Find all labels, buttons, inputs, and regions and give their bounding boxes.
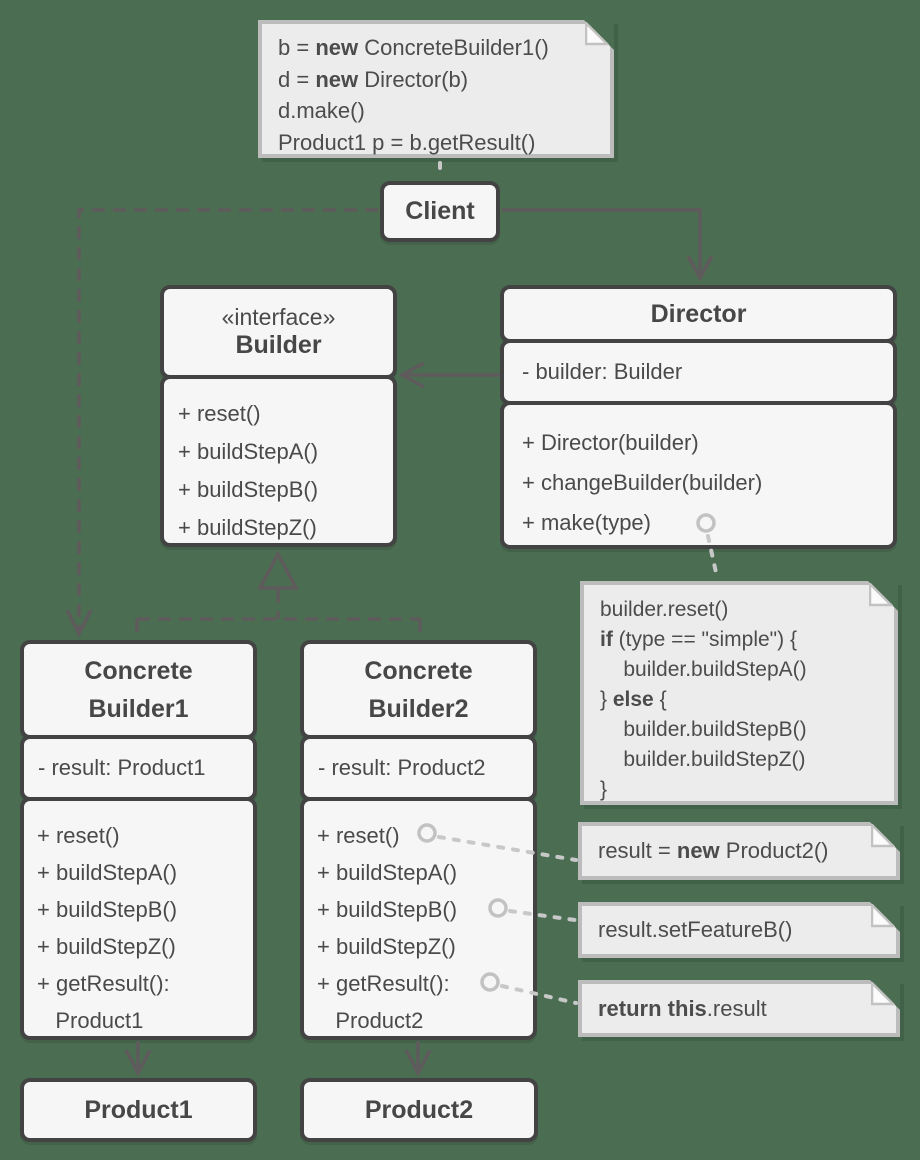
open-v-arrowhead-icon (65, 609, 93, 638)
reset-code-line: result = new Product2() (598, 838, 829, 863)
class-director: Director - builder: Builder + Director(b… (500, 285, 897, 549)
interface-builder-header: «interface» Builder (160, 285, 397, 379)
class-concrete-builder1-methods: + reset()+ buildStepA()+ buildStepB()+ b… (20, 797, 257, 1040)
open-v-arrowhead-icon (404, 1049, 432, 1077)
class-client: Client (380, 181, 500, 242)
buildstepb-implementation-note: result.setFeatureB() (578, 902, 900, 958)
make-method-code-note: builder.reset()if (type == "simple") { b… (580, 581, 898, 805)
interface-builder: «interface» Builder + reset()+ buildStep… (160, 285, 397, 547)
class-title: Product1 (84, 1095, 193, 1124)
class-title: Product2 (364, 1095, 474, 1124)
open-v-arrowhead-icon (686, 255, 714, 282)
class-director-methods: + Director(builder)+ changeBuilder(build… (500, 401, 897, 549)
class-title: Builder (235, 331, 322, 359)
open-v-arrowhead-icon (124, 1049, 152, 1077)
return-code-line: return this.result (598, 995, 767, 1021)
association-arrow-client-to-director (502, 208, 714, 282)
class-title: Director (650, 299, 747, 328)
folded-corner-icon (585, 22, 609, 46)
class-concrete-builder2-methods: + reset()+ buildStepA()+ buildStepB()+ b… (300, 797, 537, 1040)
class-client-header: Client (380, 181, 500, 242)
field-label: - result: Product2 (318, 755, 486, 780)
folded-corner-icon (871, 904, 895, 928)
arrow-concretebuilder2-to-product2 (404, 1041, 432, 1077)
featureb-code-line: result.setFeatureB() (598, 917, 793, 942)
stereotype-label: «interface» (221, 304, 336, 330)
class-title: Client (405, 197, 475, 225)
class-product1: Product1 (20, 1078, 257, 1142)
folded-corner-icon (871, 824, 895, 848)
client-code-lines: b = new ConcreteBuilder1()d = new Direct… (278, 35, 549, 155)
class-director-fields: - builder: Builder (500, 339, 897, 405)
class-product1-header: Product1 (20, 1078, 257, 1142)
getresult-implementation-note: return this.result (578, 980, 900, 1037)
field-label: - builder: Builder (522, 359, 683, 384)
open-v-arrowhead-icon (398, 361, 425, 389)
folded-corner-icon (871, 982, 895, 1006)
interface-builder-methods: + reset()+ buildStepA()+ buildStepB()+ b… (160, 375, 397, 547)
class-concrete-builder1-fields: - result: Product1 (20, 735, 257, 801)
class-concrete-builder2-fields: - result: Product2 (300, 735, 537, 801)
class-director-header: Director (500, 285, 897, 343)
reset-implementation-note: result = new Product2() (578, 822, 900, 880)
folded-corner-icon (869, 583, 893, 607)
make-code-lines: builder.reset()if (type == "simple") { b… (600, 598, 807, 801)
field-label: - result: Product1 (38, 755, 206, 780)
association-arrow-director-to-builder (398, 361, 500, 389)
client-usage-code-note: b = new ConcreteBuilder1()d = new Direct… (258, 20, 614, 158)
arrow-concretebuilder1-to-product1 (124, 1041, 152, 1077)
class-product2: Product2 (300, 1078, 538, 1142)
realization-concretebuilders-to-builder (135, 550, 422, 637)
class-product2-header: Product2 (300, 1078, 538, 1142)
hollow-triangle-icon (257, 550, 299, 590)
